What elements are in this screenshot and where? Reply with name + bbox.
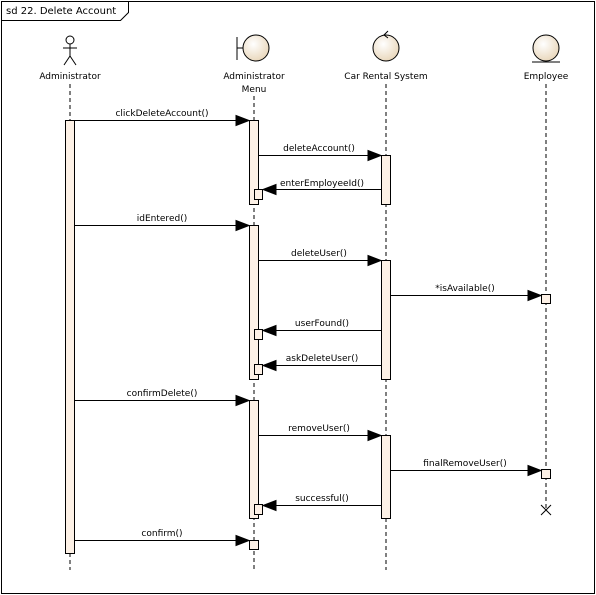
- control-icon: [372, 30, 400, 62]
- arrowhead: [261, 183, 277, 196]
- message-label-remove-user: removeUser(): [288, 424, 350, 434]
- arrowhead: [235, 534, 251, 547]
- lifeline-label-administrator-menu-line2: Menu: [242, 85, 267, 95]
- activation-administrator: [65, 120, 75, 554]
- arrowhead: [527, 289, 543, 302]
- message-label-delete-account: deleteAccount(): [283, 144, 355, 154]
- message-label-delete-user: deleteUser(): [291, 249, 347, 259]
- arrowhead: [235, 394, 251, 407]
- execution-marker-user-found: [254, 329, 263, 340]
- activation-system-3: [381, 435, 391, 519]
- arrowhead: [261, 324, 277, 337]
- activation-menu-3: [249, 400, 259, 519]
- execution-marker-enter-employee-id: [254, 189, 263, 200]
- arrowhead: [367, 254, 383, 267]
- boundary-icon: [236, 34, 270, 62]
- message-label-enter-employee-id: enterEmployeeId(): [280, 179, 364, 189]
- activation-system-1: [381, 155, 391, 205]
- activation-system-2: [381, 260, 391, 380]
- message-label-click-delete-account: clickDeleteAccount(): [115, 109, 208, 119]
- arrowhead: [261, 359, 277, 372]
- lifeline-label-car-rental-system: Car Rental System: [344, 72, 427, 82]
- arrowhead: [235, 219, 251, 232]
- message-label-final-remove-user: finalRemoveUser(): [423, 459, 506, 469]
- lifeline-label-administrator-menu-line1: Administrator: [223, 72, 285, 82]
- execution-marker-successful: [254, 504, 263, 515]
- message-label-confirm: confirm(): [141, 529, 182, 539]
- arrowhead: [367, 429, 383, 442]
- activation-menu-1: [249, 120, 259, 205]
- activation-menu-2: [249, 225, 259, 380]
- arrowhead: [527, 464, 543, 477]
- execution-marker-confirm: [249, 540, 259, 550]
- lifeline-label-administrator: Administrator: [39, 72, 101, 82]
- message-label-confirm-delete: confirmDelete(): [127, 389, 198, 399]
- execution-marker-ask-delete-user: [254, 364, 263, 375]
- actor-icon: [63, 35, 77, 66]
- execution-marker-final-remove-user: [541, 469, 551, 479]
- lifeline-label-employee: Employee: [524, 72, 569, 82]
- message-label-successful: successful(): [295, 494, 349, 504]
- entity-icon: [532, 34, 560, 63]
- arrowhead: [261, 499, 277, 512]
- message-label-id-entered: idEntered(): [137, 214, 187, 224]
- destroy-icon: [540, 504, 552, 516]
- frame-title: sd 22. Delete Account: [6, 6, 116, 17]
- message-label-ask-delete-user: askDeleteUser(): [286, 354, 359, 364]
- message-label-is-available: *isAvailable(): [435, 284, 494, 294]
- arrowhead: [235, 114, 251, 127]
- arrowhead: [367, 149, 383, 162]
- execution-marker-is-available: [541, 294, 551, 304]
- frame-title-tab: [1, 1, 129, 21]
- message-label-user-found: userFound(): [295, 319, 349, 329]
